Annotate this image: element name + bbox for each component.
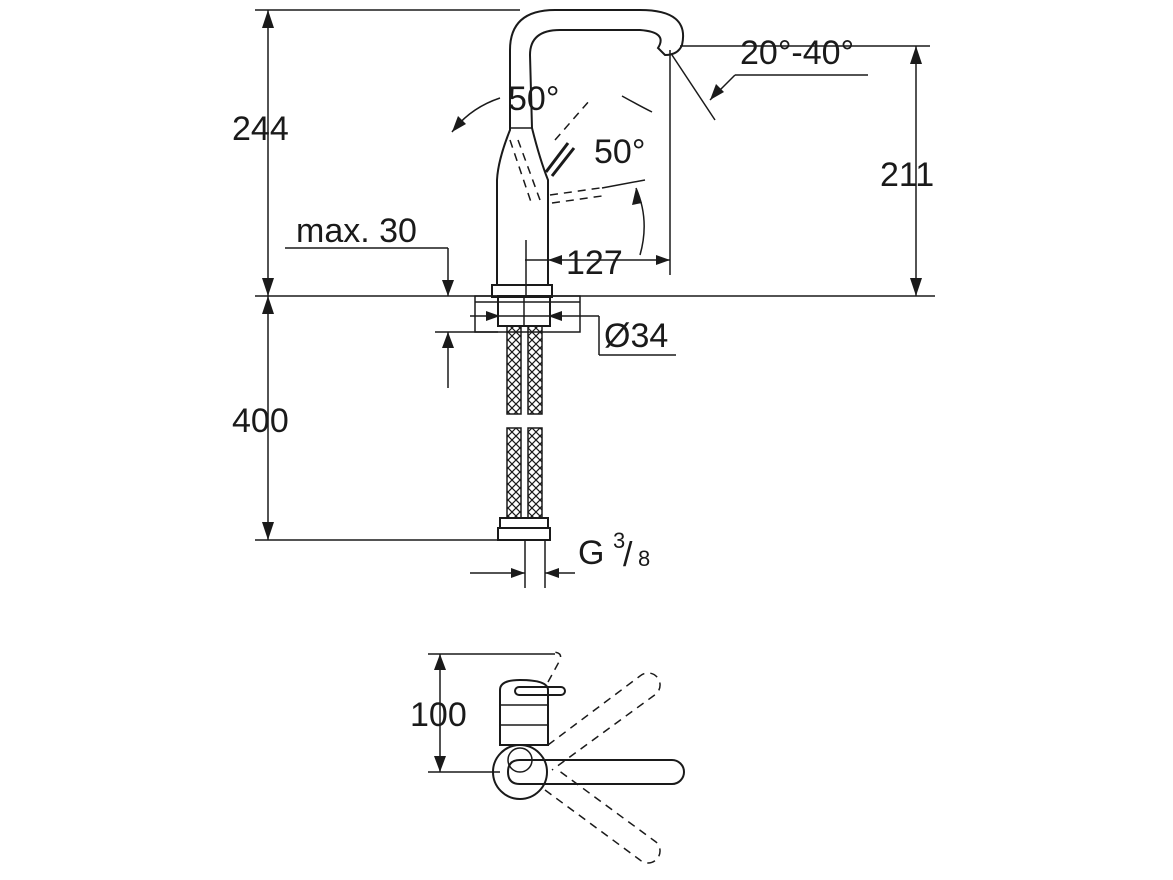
label-lever-angle-top: 50°: [508, 80, 559, 118]
label-connection-num: 3: [613, 528, 625, 553]
top-handle-dashed-up: [547, 672, 661, 771]
label-max-30: max. 30: [296, 212, 417, 250]
label-lever-angle-side: 50°: [594, 133, 645, 171]
hose-right: [527, 325, 543, 415]
label-127: 127: [566, 244, 623, 282]
label-connection-slash: /: [623, 536, 633, 574]
spout: [496, 9, 685, 286]
faucet-top-view: [428, 651, 685, 864]
dimension-labels: 244 20°-40° 50° 50° 211 max. 30 127 Ø34 …: [232, 34, 934, 734]
lever-upright: [544, 142, 570, 173]
top-spout-circle: [492, 744, 548, 800]
hose-left: [506, 325, 522, 415]
faucet-side-view: [255, 9, 935, 588]
label-spout-angle: 20°-40°: [740, 34, 854, 72]
label-connection-prefix: G: [578, 534, 604, 572]
label-100: 100: [410, 696, 467, 734]
lever-dashed-side: [549, 187, 601, 196]
label-211: 211: [880, 156, 934, 194]
label-diameter: Ø34: [604, 317, 668, 355]
lever-dashed-up: [554, 99, 591, 141]
label-244: 244: [232, 110, 289, 148]
label-400: 400: [232, 402, 289, 440]
dimension-lines: [255, 9, 930, 578]
top-handle: [506, 759, 685, 785]
label-connection-den: 8: [638, 546, 650, 571]
top-body: [499, 678, 549, 746]
